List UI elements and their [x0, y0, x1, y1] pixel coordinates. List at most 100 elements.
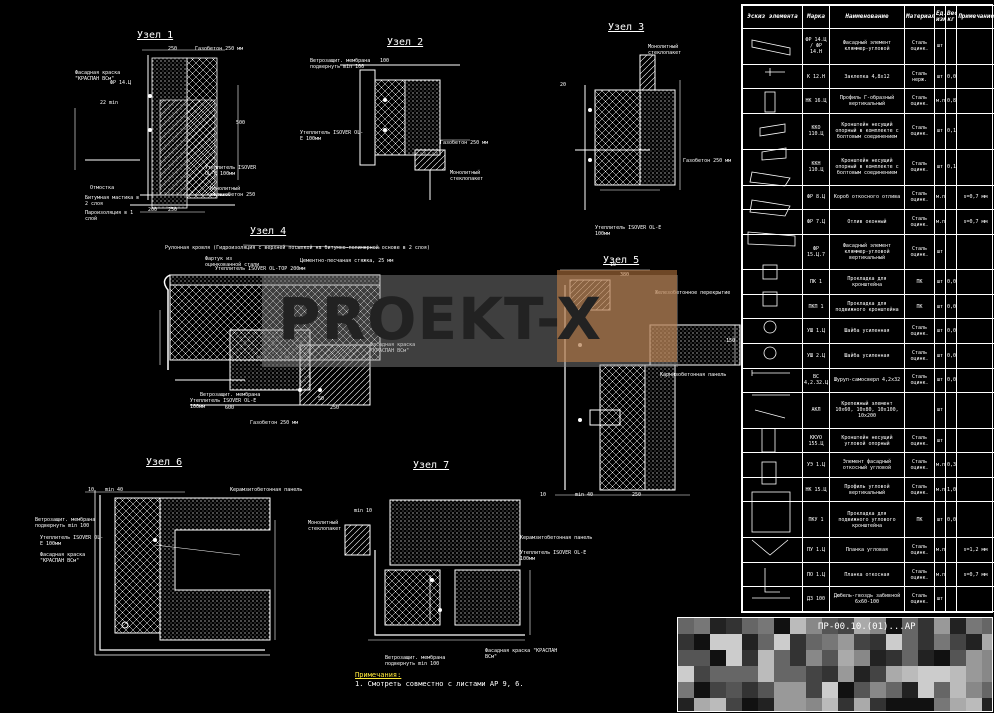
spec-cell-name: Кронштейн несущий угловой опорный: [829, 427, 905, 454]
stamp-pixel: [886, 698, 902, 711]
stamp-pixel: [710, 666, 726, 682]
stamp-pixel: [742, 618, 758, 634]
stamp-pixel: [886, 650, 902, 666]
spec-cell-mat: Сталь оцинк.: [904, 88, 935, 114]
stamp-pixel: [758, 618, 774, 634]
stamp-pixel: [678, 650, 694, 666]
spec-cell-weight: [945, 392, 957, 429]
stamp-pixel: [774, 698, 790, 711]
spec-cell-note: [956, 392, 994, 429]
spec-cell-mark: ФР 14.Ц / ФР 14.Н: [802, 28, 830, 65]
spec-cell-mat: Сталь оцинк.: [904, 427, 935, 454]
stamp-pixel: [774, 634, 790, 650]
spec-cell-weight: [945, 427, 957, 454]
spec-cell-mat: Сталь нерж.: [904, 63, 935, 90]
stamp-pixel: [710, 634, 726, 650]
spec-cell-mat: ПК: [904, 501, 935, 539]
stamp-pixel: [822, 682, 838, 698]
dimension: 250: [168, 46, 178, 52]
spec-cell-unit: м.п: [934, 209, 946, 235]
spec-cell-name: Прокладка для кронштейна: [829, 269, 905, 295]
spec-sketch-cell: [742, 184, 803, 211]
callout: Пароизоляция в 1 слой: [85, 210, 134, 222]
stamp-pixel: [838, 634, 854, 650]
notes-line: 1. Смотреть совместно с листами АР 9, 6.: [355, 680, 524, 688]
stamp-pixel: [758, 682, 774, 698]
stamp-pixel: [966, 666, 982, 682]
stamp-pixel: [726, 650, 742, 666]
node-title: Узел 6: [146, 457, 183, 468]
node-title: Узел 4: [250, 226, 287, 237]
callout: Карнизобетонная панель: [660, 372, 727, 378]
stamp-pixel: [838, 666, 854, 682]
spec-cell-note: [956, 88, 994, 114]
stamp-pixel: [726, 698, 742, 711]
dimension: 22 min: [100, 100, 119, 106]
spec-cell-weight: 0,002: [945, 318, 957, 344]
spec-cell-mark: ФР 7.Ц: [802, 209, 830, 235]
spec-sketch-cell: [742, 209, 803, 235]
stamp-pixel: [710, 698, 726, 711]
stamp-pixel: [726, 682, 742, 698]
callout: Ветрозащит. мембрана: [200, 392, 261, 398]
stamp-pixel: [982, 666, 992, 682]
spec-header: Примечание: [956, 5, 994, 29]
spec-sketch-cell: [742, 427, 803, 454]
spec-cell-unit: шт: [934, 427, 946, 454]
dimension: 500: [236, 120, 246, 126]
node-title: Узел 2: [387, 37, 424, 48]
dimension: 20: [560, 82, 567, 88]
stamp-pixel: [790, 618, 806, 634]
spec-cell-mark: ККУО 155.Ц: [802, 427, 830, 454]
spec-sketch-cell: [742, 63, 803, 90]
spec-cell-weight: [945, 586, 957, 612]
spec-cell-weight: [945, 209, 957, 235]
stamp-pixel: [854, 650, 870, 666]
stamp-pixel: [854, 634, 870, 650]
stamp-pixel: [838, 650, 854, 666]
stamp-pixel: [854, 666, 870, 682]
spec-cell-unit: м.п: [934, 184, 946, 211]
spec-cell-unit: м.п: [934, 561, 946, 588]
stamp-pixel: [694, 618, 710, 634]
spec-cell-unit: шт: [934, 501, 946, 539]
dimension: 10: [88, 487, 95, 493]
stamp-pixel: [966, 698, 982, 711]
spec-cell-weight: [945, 184, 957, 211]
spec-cell-name: Профиль Г-образный вертикальный: [829, 88, 905, 114]
callout: Утеплитель ISOVER OL-E 100мм: [40, 535, 104, 547]
stamp-pixel: [982, 650, 992, 666]
spec-cell-note: [956, 342, 994, 369]
spec-cell-name: Кронштейн несущий опорный в комплекте с …: [829, 148, 905, 186]
stamp-pixel: [774, 682, 790, 698]
spec-cell-mat: Сталь оцинк.: [904, 537, 935, 563]
stamp-pixel: [918, 634, 934, 650]
stamp-pixel: [918, 698, 934, 711]
dimension: 50: [318, 396, 325, 402]
stamp-pixel: [886, 682, 902, 698]
node-title: Узел 3: [608, 22, 645, 33]
stamp-pixel: [886, 634, 902, 650]
stamp-pixel: [950, 618, 966, 634]
callout: Газобетон 250 мм: [440, 140, 489, 146]
dimension: 200: [148, 207, 158, 213]
stamp-pixel: [822, 650, 838, 666]
spec-cell-mark: ПУ 1.Ц: [802, 537, 830, 563]
stamp-pixel: [806, 634, 822, 650]
spec-header: Материал: [904, 5, 935, 29]
stamp-pixel: [774, 666, 790, 682]
stamp-pixel: [870, 666, 886, 682]
dimension: 250: [330, 405, 340, 411]
